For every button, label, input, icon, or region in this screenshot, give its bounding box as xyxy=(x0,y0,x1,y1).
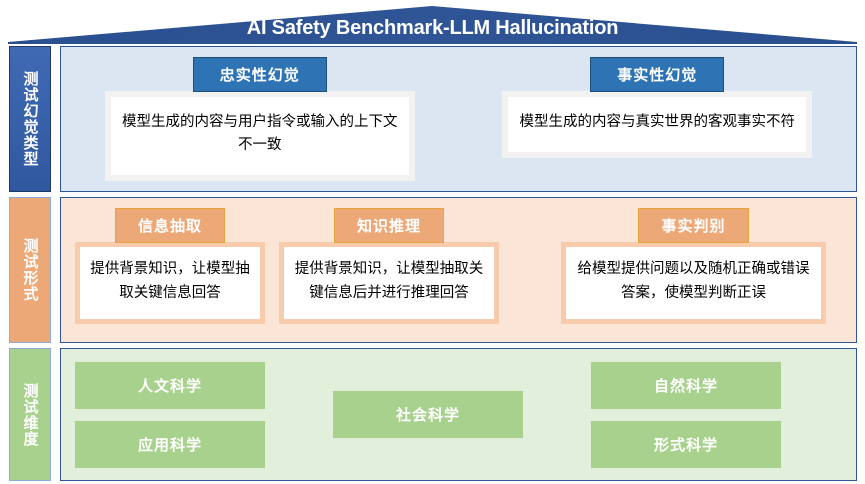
chip-faithfulness-hallucination[interactable]: 忠实性幻觉 xyxy=(192,57,327,92)
sidebar-label-test-format: 测试形式 xyxy=(9,197,51,343)
sidebar-label-test-dimension: 测试维度 xyxy=(9,348,51,481)
dimension-column-left: 人文科学 应用科学 xyxy=(75,361,265,468)
card-body-frame: 模型生成的内容与用户指令或输入的上下文不一致 xyxy=(104,91,415,181)
panel-hallucination-type: 忠实性幻觉 模型生成的内容与用户指令或输入的上下文不一致 事实性幻觉 模型生成的… xyxy=(60,46,857,192)
card-knowledge-reasoning[interactable]: 知识推理 提供背景知识，让模型抽取关键信息后并进行推理回答 xyxy=(279,208,499,324)
chip-social-science[interactable]: 社会科学 xyxy=(333,391,523,438)
card-body-frame: 提供背景知识，让模型抽取关键信息后并进行推理回答 xyxy=(279,242,499,324)
card-body-frame: 模型生成的内容与真实世界的客观事实不符 xyxy=(502,91,813,158)
page-title: AI Safety Benchmark-LLM Hallucination xyxy=(246,17,619,39)
chip-fact-discrimination[interactable]: 事实判别 xyxy=(638,208,749,243)
card-body-fact-discrimination: 给模型提供问题以及随机正确或错误答案，使模型判断正误 xyxy=(566,247,821,319)
card-body-faithfulness-hallucination: 模型生成的内容与用户指令或输入的上下文不一致 xyxy=(110,97,409,175)
sidebar-label-hallucination-type: 测试幻觉类型 xyxy=(9,46,51,192)
roof-shape-icon xyxy=(8,6,857,44)
panel-test-format: 信息抽取 提供背景知识，让模型抽取关键信息回答 知识推理 提供背景知识，让模型抽… xyxy=(60,197,857,343)
card-fact-discrimination[interactable]: 事实判别 给模型提供问题以及随机正确或错误答案，使模型判断正误 xyxy=(561,208,826,324)
chip-information-extraction[interactable]: 信息抽取 xyxy=(114,208,225,243)
row-test-dimension: 测试维度 人文科学 应用科学 社会科学 自然科学 形式科学 xyxy=(0,348,865,481)
chip-factual-hallucination[interactable]: 事实性幻觉 xyxy=(590,57,725,92)
card-body-factual-hallucination: 模型生成的内容与真实世界的客观事实不符 xyxy=(508,97,807,152)
card-body-frame: 给模型提供问题以及随机正确或错误答案，使模型判断正误 xyxy=(561,242,826,324)
dimension-column-right: 自然科学 形式科学 xyxy=(591,361,781,468)
chip-natural-science[interactable]: 自然科学 xyxy=(591,361,781,409)
chip-formal-science[interactable]: 形式科学 xyxy=(591,420,781,468)
title-banner: AI Safety Benchmark-LLM Hallucination xyxy=(0,0,865,44)
panel-test-dimension: 人文科学 应用科学 社会科学 自然科学 形式科学 xyxy=(60,348,857,481)
card-faithfulness-hallucination[interactable]: 忠实性幻觉 模型生成的内容与用户指令或输入的上下文不一致 xyxy=(104,57,415,181)
card-factual-hallucination[interactable]: 事实性幻觉 模型生成的内容与真实世界的客观事实不符 xyxy=(502,57,813,158)
card-body-frame: 提供背景知识，让模型抽取关键信息回答 xyxy=(75,242,265,324)
row-test-format: 测试形式 信息抽取 提供背景知识，让模型抽取关键信息回答 知识推理 提供背景知识… xyxy=(0,197,865,343)
card-body-information-extraction: 提供背景知识，让模型抽取关键信息回答 xyxy=(80,247,260,319)
card-information-extraction[interactable]: 信息抽取 提供背景知识，让模型抽取关键信息回答 xyxy=(75,208,265,324)
card-body-knowledge-reasoning: 提供背景知识，让模型抽取关键信息后并进行推理回答 xyxy=(284,247,494,319)
chip-knowledge-reasoning[interactable]: 知识推理 xyxy=(333,208,444,243)
row-hallucination-type: 测试幻觉类型 忠实性幻觉 模型生成的内容与用户指令或输入的上下文不一致 事实性幻… xyxy=(0,46,865,192)
chip-applied-science[interactable]: 应用科学 xyxy=(75,420,265,468)
chip-humanities[interactable]: 人文科学 xyxy=(75,361,265,409)
dimension-column-middle: 社会科学 xyxy=(333,391,523,438)
